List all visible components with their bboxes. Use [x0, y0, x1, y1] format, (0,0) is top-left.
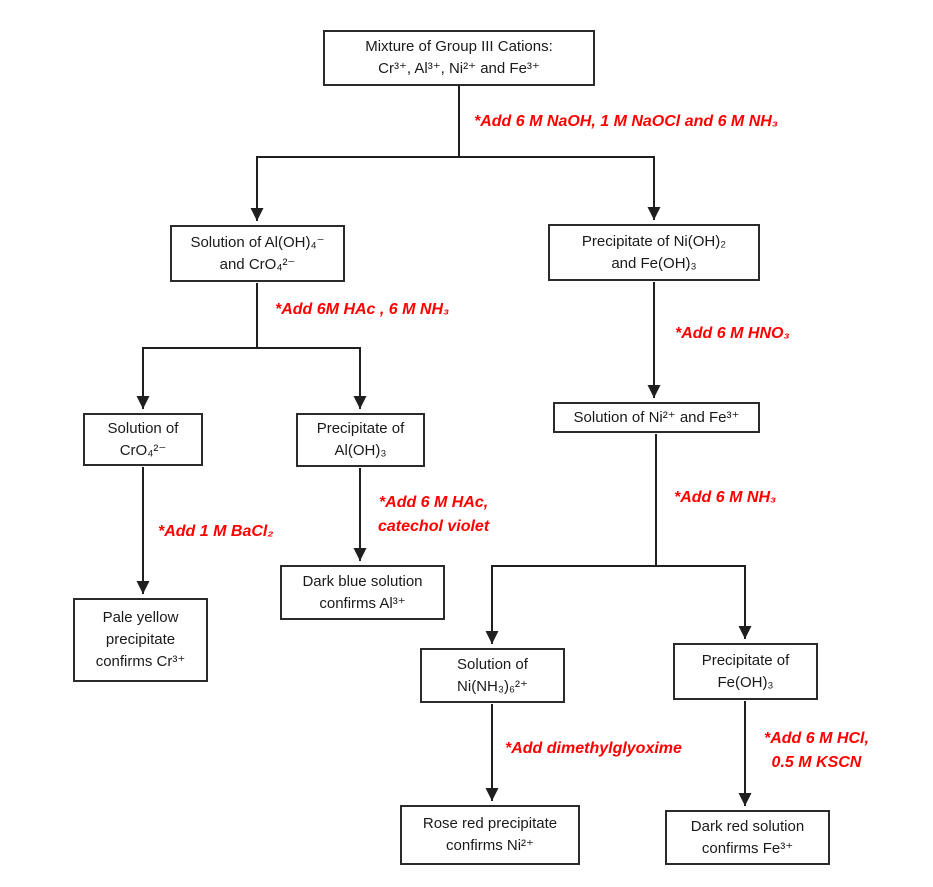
reagent-naoh-naocl-nh3: *Add 6 M NaOH, 1 M NaOCl and 6 M NH₃	[474, 113, 779, 130]
node-mixture-group-iii-cations: Mixture of Group III Cations: Cr³⁺, Al³⁺…	[323, 30, 595, 86]
node-rose-red-confirms-ni: Rose red precipitate confirms Ni²⁺	[400, 805, 580, 865]
reagent-hac-nh3: *Add 6M HAc , 6 M NH₃	[275, 301, 450, 318]
node-solution-aloh4-cro4: Solution of Al(OH)₄⁻ and CrO₄²⁻	[170, 225, 345, 282]
node-dark-blue-confirms-al: Dark blue solution confirms Al³⁺	[280, 565, 445, 620]
node-precipitate-nioh2-feoh3: Precipitate of Ni(OH)₂ and Fe(OH)₃	[548, 224, 760, 281]
reagent-hac-catechol-violet: *Add 6 M HAc, catechol violet	[378, 494, 490, 535]
node-precipitate-aloh3: Precipitate of Al(OH)₃	[296, 413, 425, 467]
node-solution-cro4: Solution of CrO₄²⁻	[83, 413, 203, 466]
reagent-dimethylglyoxime: *Add dimethylglyoxime	[505, 740, 682, 757]
node-pale-yellow-confirms-cr: Pale yellow precipitate confirms Cr³⁺	[73, 598, 208, 682]
reagent-bacl2: *Add 1 M BaCl₂	[158, 523, 274, 540]
node-solution-ni-ammine: Solution of Ni(NH₃)₆²⁺	[420, 648, 565, 703]
reagent-nh3: *Add 6 M NH₃	[674, 489, 777, 506]
node-precipitate-feoh3: Precipitate of Fe(OH)₃	[673, 643, 818, 700]
node-dark-red-confirms-fe: Dark red solution confirms Fe³⁺	[665, 810, 830, 865]
reagent-hcl-kscn: *Add 6 M HCl, 0.5 M KSCN	[764, 730, 869, 771]
node-solution-ni-fe: Solution of Ni²⁺ and Fe³⁺	[553, 402, 760, 433]
reagent-hno3: *Add 6 M HNO₃	[675, 325, 790, 342]
